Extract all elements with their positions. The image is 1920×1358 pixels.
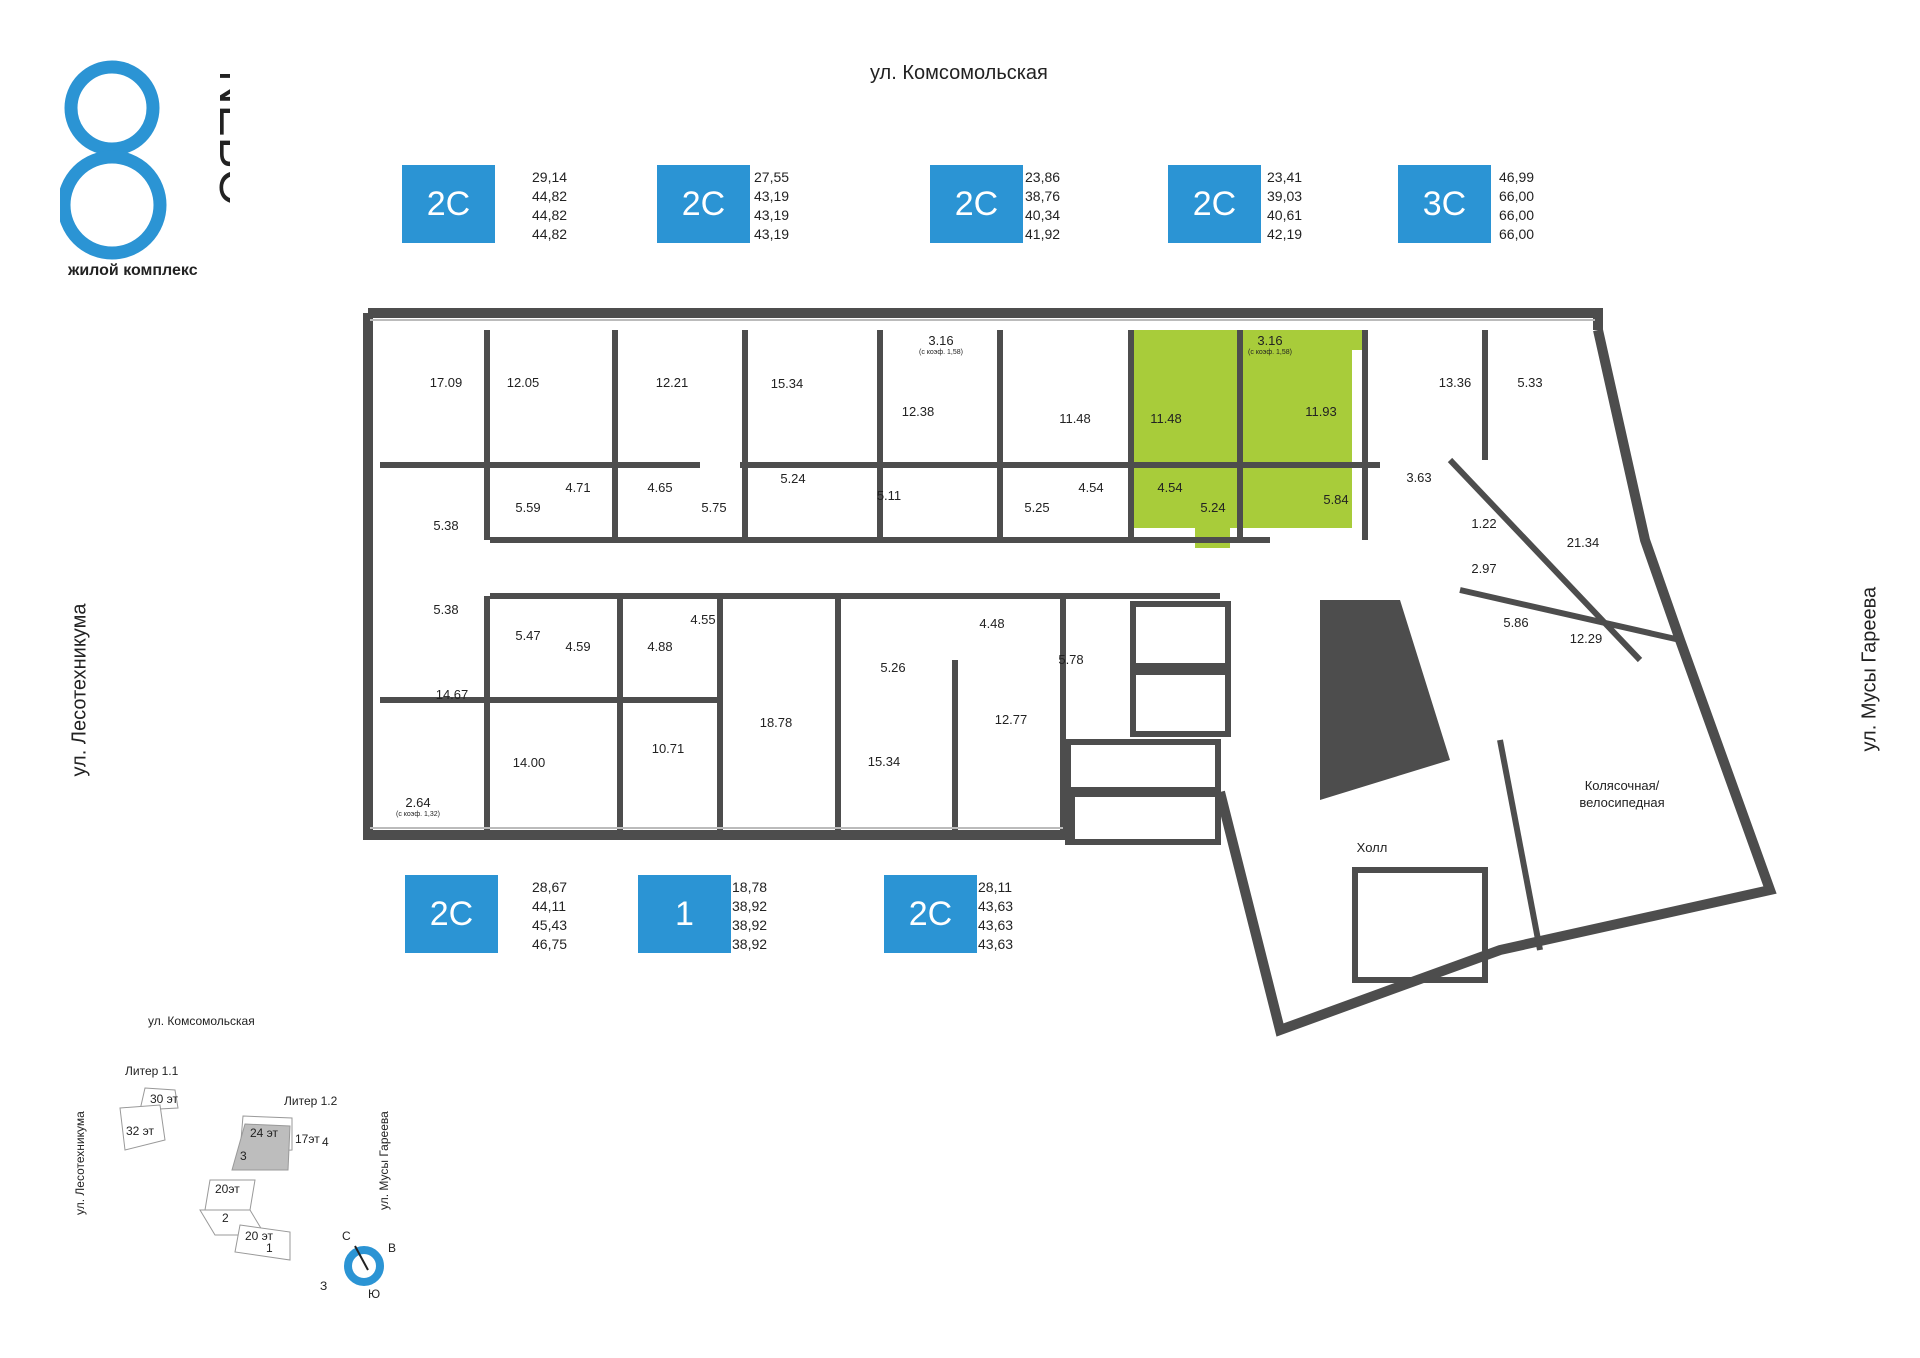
svg-text:В: В bbox=[388, 1241, 396, 1255]
apt-type-badge: 3С bbox=[1398, 165, 1491, 243]
svg-text:(с коэф. 1,58): (с коэф. 1,58) bbox=[919, 349, 963, 356]
street-top: ул. Комсомольская bbox=[870, 62, 1048, 84]
hall-label: Холл bbox=[1357, 840, 1388, 855]
apt-type-badge: 2С bbox=[405, 875, 498, 953]
svg-text:5.59: 5.59 bbox=[515, 500, 540, 515]
logo-mark: NEBO bbox=[60, 60, 230, 260]
svg-text:Литер 1.2: Литер 1.2 bbox=[284, 1094, 338, 1108]
apt-type-badge: 2С bbox=[884, 875, 977, 953]
svg-text:4: 4 bbox=[322, 1135, 329, 1149]
svg-text:4.71: 4.71 bbox=[565, 480, 590, 495]
site-street-top: ул. Комсомольская bbox=[148, 1014, 255, 1028]
site-street-right: ул. Мусы Гареева bbox=[377, 1111, 391, 1210]
svg-text:5.24: 5.24 bbox=[780, 471, 805, 486]
svg-text:5.33: 5.33 bbox=[1517, 375, 1542, 390]
svg-text:1: 1 bbox=[266, 1241, 273, 1255]
svg-text:13.36: 13.36 bbox=[1439, 375, 1472, 390]
svg-text:5.24: 5.24 bbox=[1200, 500, 1225, 515]
svg-text:5.26: 5.26 bbox=[880, 660, 905, 675]
svg-text:12.21: 12.21 bbox=[656, 375, 689, 390]
svg-text:4.59: 4.59 bbox=[565, 639, 590, 654]
svg-text:Ю: Ю bbox=[368, 1287, 380, 1301]
svg-text:4.65: 4.65 bbox=[647, 480, 672, 495]
svg-text:30 эт: 30 эт bbox=[150, 1092, 179, 1106]
apt-type-badge: 2С bbox=[657, 165, 750, 243]
svg-text:24 эт: 24 эт bbox=[250, 1126, 279, 1140]
svg-text:12.38: 12.38 bbox=[902, 404, 935, 419]
svg-text:11.48: 11.48 bbox=[1059, 411, 1091, 426]
svg-text:велосипедная: велосипедная bbox=[1579, 795, 1664, 810]
svg-text:11.93: 11.93 bbox=[1305, 404, 1337, 419]
svg-text:5.11: 5.11 bbox=[877, 488, 901, 503]
svg-text:5.38: 5.38 bbox=[433, 602, 458, 617]
logo-subtitle: жилой комплекс bbox=[68, 262, 198, 279]
logo-word: NEBO bbox=[209, 70, 230, 206]
svg-text:10.71: 10.71 bbox=[652, 741, 685, 756]
svg-text:4.54: 4.54 bbox=[1157, 480, 1182, 495]
svg-text:(с коэф. 1,58): (с коэф. 1,58) bbox=[1248, 349, 1292, 356]
svg-text:3.63: 3.63 bbox=[1406, 470, 1431, 485]
svg-text:14.67: 14.67 bbox=[436, 687, 469, 702]
svg-text:5.75: 5.75 bbox=[701, 500, 726, 515]
svg-text:20 эт: 20 эт bbox=[245, 1229, 274, 1243]
svg-text:15.34: 15.34 bbox=[868, 754, 901, 769]
svg-text:3.16: 3.16 bbox=[928, 333, 953, 348]
svg-text:14.00: 14.00 bbox=[513, 755, 546, 770]
svg-text:5.25: 5.25 bbox=[1024, 500, 1049, 515]
svg-text:5.47: 5.47 bbox=[515, 628, 540, 643]
svg-text:3.16: 3.16 bbox=[1257, 333, 1282, 348]
svg-text:5.86: 5.86 bbox=[1503, 615, 1528, 630]
bike-room-label: Колясочная/ bbox=[1585, 778, 1660, 793]
svg-text:20эт: 20эт bbox=[215, 1182, 240, 1196]
svg-text:32 эт: 32 эт bbox=[126, 1124, 155, 1138]
svg-text:12.05: 12.05 bbox=[507, 375, 540, 390]
highlighted-apartment bbox=[1131, 330, 1365, 548]
svg-text:18.78: 18.78 bbox=[760, 715, 793, 730]
svg-text:(с коэф. 1,32): (с коэф. 1,32) bbox=[396, 811, 440, 818]
svg-text:5.78: 5.78 bbox=[1058, 652, 1083, 667]
svg-text:11.48: 11.48 bbox=[1150, 411, 1182, 426]
apt-type-badge: 2С bbox=[402, 165, 495, 243]
svg-text:1.22: 1.22 bbox=[1471, 516, 1496, 531]
svg-text:4.88: 4.88 bbox=[647, 639, 672, 654]
svg-text:5.38: 5.38 bbox=[433, 518, 458, 533]
svg-text:3: 3 bbox=[240, 1149, 247, 1163]
svg-text:С: С bbox=[342, 1229, 351, 1243]
svg-text:12.77: 12.77 bbox=[995, 712, 1028, 727]
svg-text:4.55: 4.55 bbox=[690, 612, 715, 627]
svg-text:4.54: 4.54 bbox=[1078, 480, 1103, 495]
compass-icon: С В Ю З bbox=[320, 1229, 396, 1301]
room-labels: 17.09 12.05 12.21 15.34 3.16 (с коэф. 1,… bbox=[396, 333, 1665, 855]
apt-type-badge: 1 bbox=[638, 875, 731, 953]
svg-text:4.48: 4.48 bbox=[979, 616, 1004, 631]
svg-text:17.09: 17.09 bbox=[430, 375, 463, 390]
site-plan: ул. Комсомольская ул. Лесотехникума ул. … bbox=[73, 1014, 391, 1261]
site-street-left: ул. Лесотехникума bbox=[73, 1111, 87, 1215]
svg-text:21.34: 21.34 bbox=[1567, 535, 1600, 550]
svg-text:2.97: 2.97 bbox=[1471, 561, 1496, 576]
svg-text:17эт: 17эт bbox=[295, 1132, 320, 1146]
svg-text:2: 2 bbox=[222, 1211, 229, 1225]
svg-text:З: З bbox=[320, 1279, 327, 1293]
svg-text:12.29: 12.29 bbox=[1570, 631, 1603, 646]
apt-type-badge: 2С bbox=[1168, 165, 1261, 243]
svg-text:5.84: 5.84 bbox=[1323, 492, 1348, 507]
svg-text:Литер 1.1: Литер 1.1 bbox=[125, 1064, 179, 1078]
apt-type-badge: 2С bbox=[930, 165, 1023, 243]
svg-text:15.34: 15.34 bbox=[771, 376, 804, 391]
svg-text:2.64: 2.64 bbox=[405, 795, 430, 810]
